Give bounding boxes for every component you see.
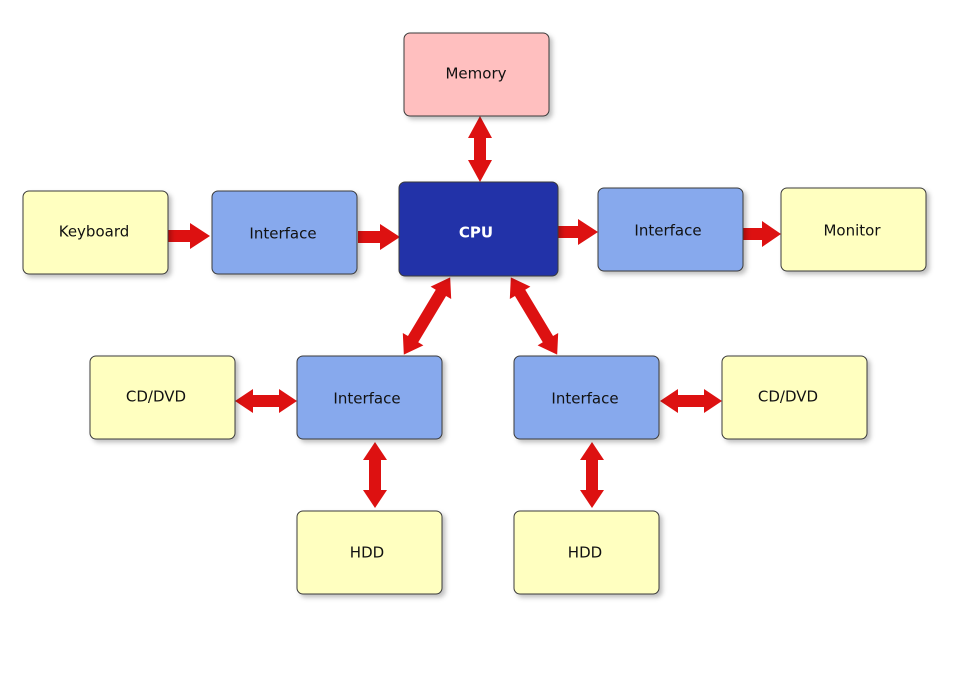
interface-right-box	[597, 187, 744, 272]
hdd-left-label: HDD	[350, 544, 384, 562]
interface-left-box	[211, 190, 358, 275]
memory-box	[403, 32, 550, 117]
cd-dvd-left-label: CD/DVD	[126, 388, 186, 406]
interface-bottom-right-box	[513, 355, 660, 440]
arrow-memory-cpu	[468, 116, 492, 182]
keyboard-node: Keyboard	[22, 190, 169, 275]
monitor-label: Monitor	[823, 222, 881, 240]
cpu-node: CPU	[398, 181, 559, 277]
memory-label: Memory	[445, 65, 506, 83]
interface-bottom-left-label: Interface	[333, 390, 400, 408]
hdd-left-node: HDD	[296, 510, 443, 595]
interface-bottom-left-node: Interface	[296, 355, 443, 440]
interface-bottom-left-box	[296, 355, 443, 440]
arrow-cpu-interface-bottom-left	[402, 277, 452, 355]
arrow-keyboard-interface	[168, 223, 210, 249]
cpu-box	[398, 181, 559, 277]
arrow-interface-monitor	[743, 221, 781, 247]
hdd-right-label: HDD	[568, 544, 602, 562]
cd-dvd-left-box	[89, 355, 236, 440]
interface-left-label: Interface	[249, 225, 316, 243]
nodes: Memory Keyboard Interface CPU Interface …	[22, 32, 927, 595]
interface-bottom-right-label: Interface	[551, 390, 618, 408]
keyboard-label: Keyboard	[59, 223, 130, 241]
arrow-cddvd-left-interface	[235, 389, 297, 413]
interface-left-node: Interface	[211, 190, 358, 275]
monitor-node: Monitor	[780, 187, 927, 272]
cd-dvd-left-node: CD/DVD	[89, 355, 236, 440]
hdd-right-node: HDD	[513, 510, 660, 595]
cd-dvd-right-label: CD/DVD	[758, 388, 818, 406]
cpu-label: CPU	[459, 224, 493, 242]
hdd-right-box	[513, 510, 660, 595]
monitor-box	[780, 187, 927, 272]
interface-right-label: Interface	[634, 222, 701, 240]
arrow-interface-cddvd-right	[660, 389, 722, 413]
keyboard-box	[22, 190, 169, 275]
cd-dvd-right-box	[721, 355, 868, 440]
arrow-interface-hdd-right	[580, 442, 604, 508]
arrow-cpu-interface-bottom-right	[509, 277, 559, 355]
memory-node: Memory	[403, 32, 550, 117]
hdd-left-box	[296, 510, 443, 595]
interface-bottom-right-node: Interface	[513, 355, 660, 440]
arrows	[168, 116, 781, 508]
cd-dvd-right-node: CD/DVD	[721, 355, 868, 440]
interface-right-node: Interface	[597, 187, 744, 272]
arrow-interface-cpu	[358, 224, 400, 250]
arrow-cpu-interface-right	[558, 219, 598, 245]
arrow-interface-hdd-left	[363, 442, 387, 508]
